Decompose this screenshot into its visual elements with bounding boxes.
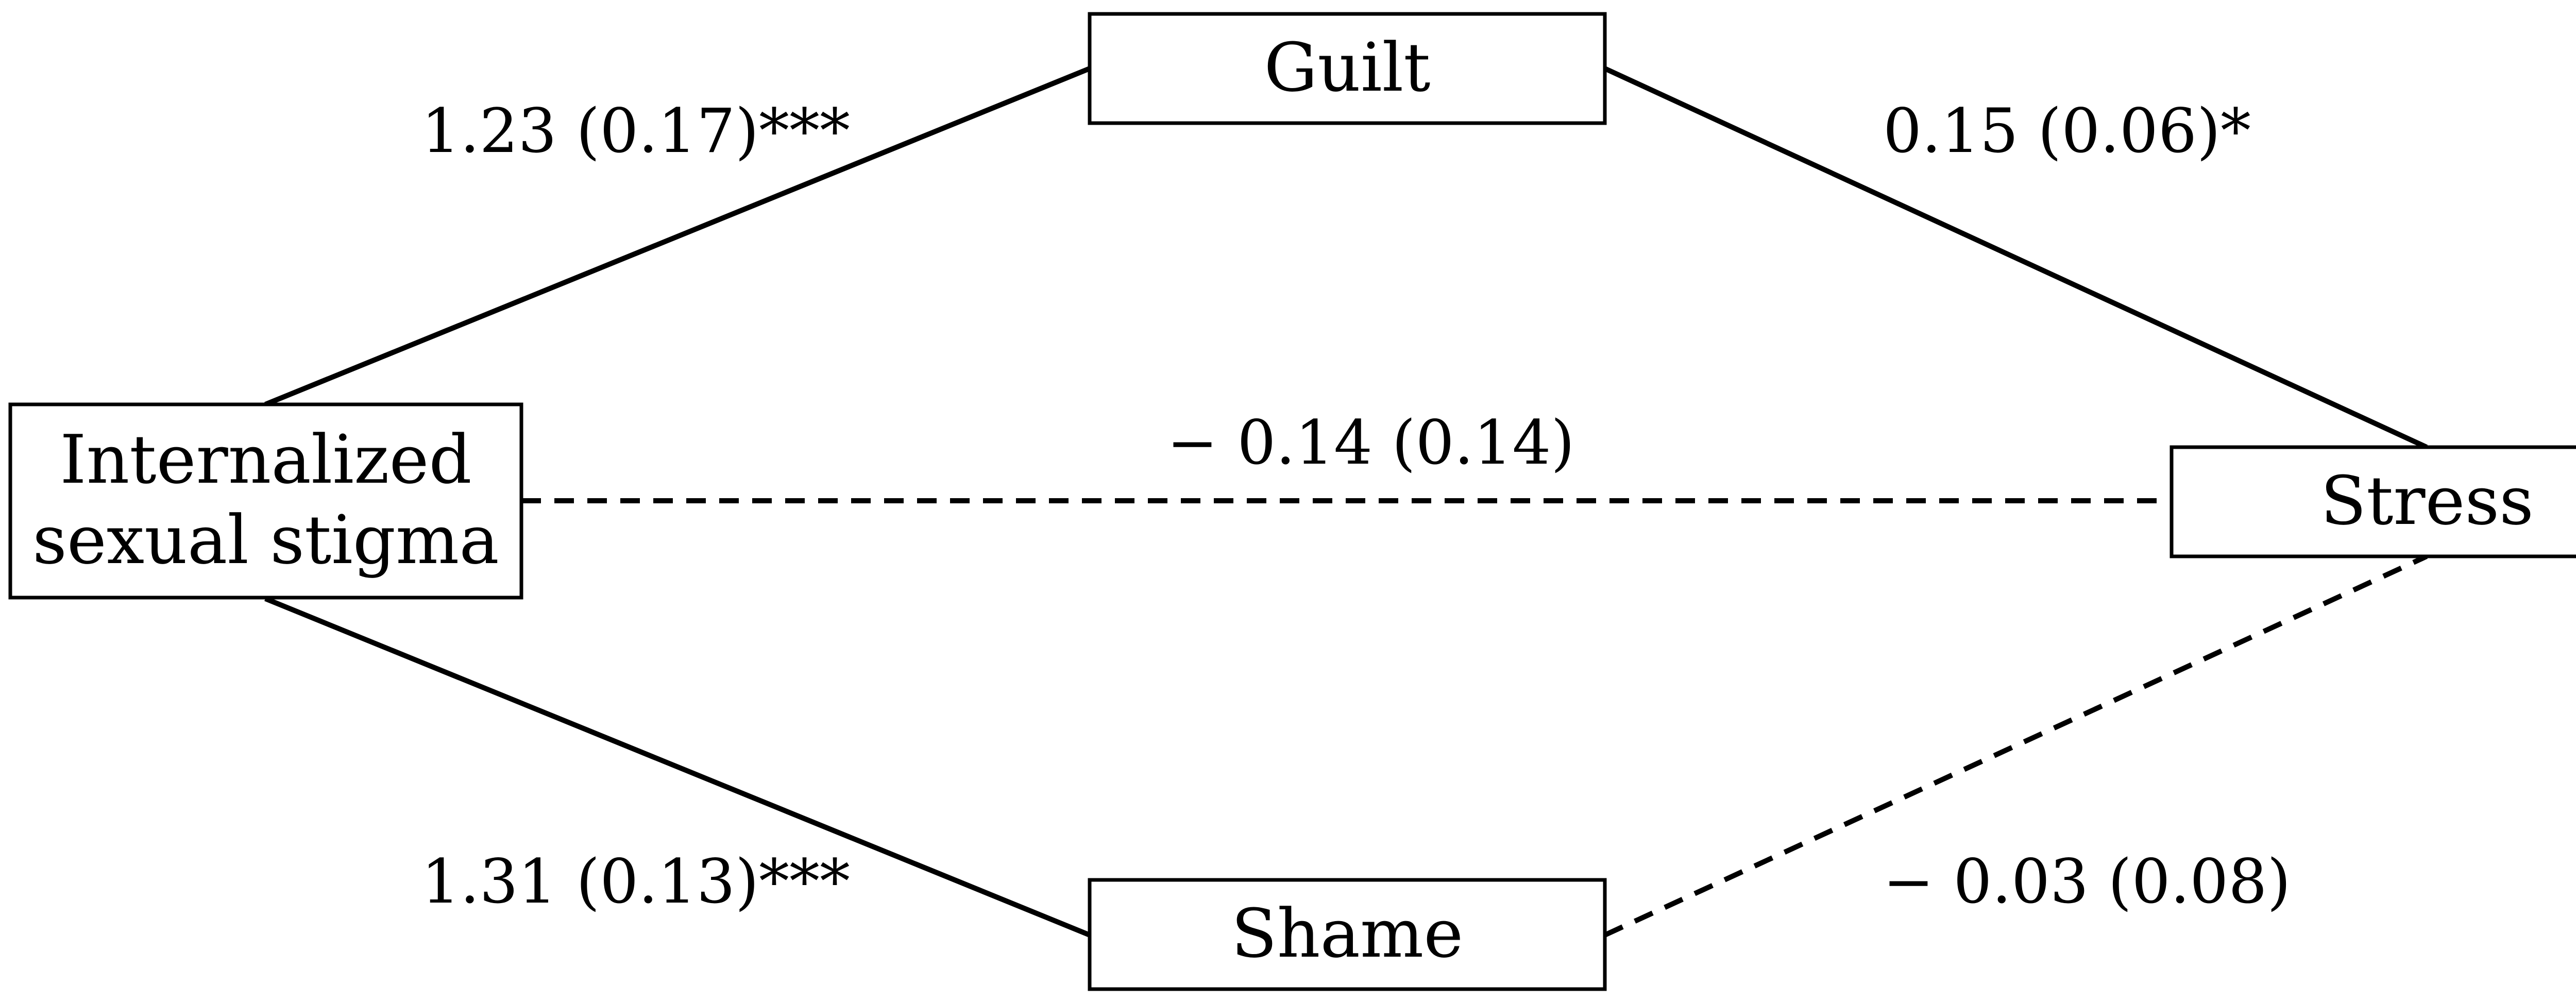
node-shame: Shame [1088,878,1607,991]
edge-stigma-shame [264,596,1091,938]
node-stress: Stress [2170,445,2576,558]
coef-stigma-guilt: 1.23 (0.17)*** [421,95,850,166]
coef-guilt-stress: 0.15 (0.06)* [1883,95,2251,166]
node-stress-label: Stress [2320,462,2534,540]
coef-stigma-shame: 1.31 (0.13)*** [421,846,850,917]
edge-shame-stress [1603,554,2428,938]
coef-stigma-stress: − 0.14 (0.14) [1167,407,1574,478]
node-shame-label: Shame [1231,894,1464,973]
node-guilt: Guilt [1088,12,1607,125]
edge-guilt-stress [1603,66,2428,450]
node-stigma-label-line1: Internalized [60,420,471,499]
coef-shame-stress: − 0.03 (0.08) [1883,846,2291,917]
node-internalized-sexual-stigma: Internalized sexual stigma [8,402,523,600]
node-guilt-label: Guilt [1264,28,1431,107]
node-stigma-label-line2: sexual stigma [32,501,499,579]
edge-stigma-guilt [264,66,1091,407]
